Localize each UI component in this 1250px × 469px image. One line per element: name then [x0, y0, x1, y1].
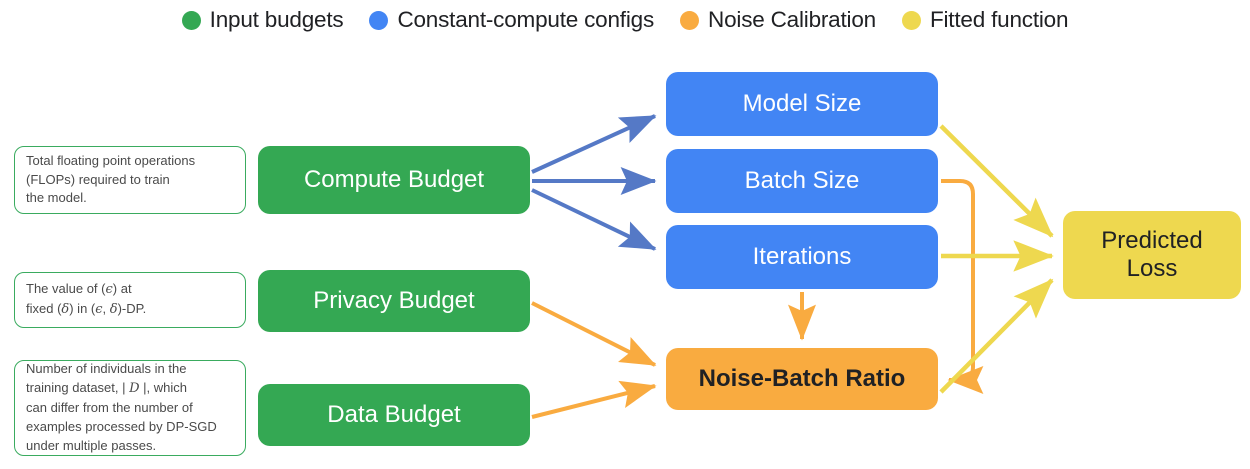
note-privacy-budget: The value of (ϵ) at fixed (δ) in (ϵ, δ)-…: [14, 272, 246, 328]
edge-model-size-to-predicted-loss: [939, 124, 1054, 238]
legend-dot-icon: [901, 10, 921, 30]
node-privacy-budget[interactable]: Privacy Budget: [258, 270, 530, 332]
edge-privacy-budget-to-noise-batch-ratio: [531, 301, 657, 367]
delta-symbol: δ: [61, 302, 70, 317]
edge-compute-budget-to-model-size: [531, 114, 657, 174]
node-label-line1: Predicted: [1101, 227, 1203, 255]
legend-dot-icon: [680, 10, 700, 30]
node-iterations[interactable]: Iterations: [666, 225, 938, 289]
node-data-budget[interactable]: Data Budget: [258, 384, 530, 446]
legend-label: Noise Calibration: [708, 7, 876, 32]
edge-noise-batch-ratio-to-predicted-loss: [939, 278, 1054, 394]
node-model-size[interactable]: Model Size: [666, 72, 938, 136]
edge-compute-budget-to-iterations: [531, 188, 657, 251]
legend-dot-icon: [369, 10, 389, 30]
legend: Input budgets Constant-compute configs N…: [0, 0, 1250, 40]
epsilon-symbol: ϵ: [105, 282, 113, 298]
legend-item-input-budgets: Input budgets: [181, 7, 344, 33]
node-label: Data Budget: [327, 401, 461, 429]
edge-data-budget-to-noise-batch-ratio: [531, 380, 657, 419]
node-label: Compute Budget: [303, 166, 485, 194]
delta-symbol: δ: [109, 302, 118, 317]
legend-label: Input budgets: [209, 7, 344, 32]
legend-item-constant-compute-configs: Constant-compute configs: [369, 7, 654, 33]
node-noise-batch-ratio[interactable]: Noise-Batch Ratio: [666, 348, 938, 410]
node-label: Privacy Budget: [313, 287, 475, 315]
node-label: Model Size: [742, 90, 862, 118]
legend-item-fitted-function: Fitted function: [901, 7, 1069, 33]
node-compute-budget[interactable]: Compute Budget: [258, 146, 530, 214]
epsilon-symbol: ϵ: [95, 302, 103, 317]
node-predicted-loss[interactable]: Predicted Loss: [1063, 211, 1241, 299]
note-data-text: Number of individuals in the training da…: [26, 361, 217, 453]
node-batch-size[interactable]: Batch Size: [666, 149, 938, 213]
edge-batch-size-to-noise-batch-ratio: [941, 179, 984, 394]
legend-label: Constant-compute configs: [397, 7, 655, 32]
node-label: Noise-Batch Ratio: [698, 365, 906, 393]
node-label: Batch Size: [744, 167, 860, 195]
note-data-budget: Number of individuals in the training da…: [14, 360, 246, 456]
note-compute-text: Total floating point operations (FLOPs) …: [26, 152, 196, 206]
dataset-symbol: D: [129, 381, 140, 397]
node-label: Iterations: [752, 243, 852, 271]
node-label: Predicted Loss: [1101, 227, 1202, 282]
node-label-line2: Loss: [1126, 255, 1178, 282]
legend-label: Fitted function: [929, 7, 1069, 32]
note-privacy-text: The value of (ϵ) at fixed (δ) in (ϵ, δ)-…: [26, 281, 147, 317]
note-compute-budget: Total floating point operations (FLOPs) …: [14, 146, 246, 214]
legend-item-noise-calibration: Noise Calibration: [680, 7, 876, 33]
legend-dot-icon: [181, 10, 201, 30]
